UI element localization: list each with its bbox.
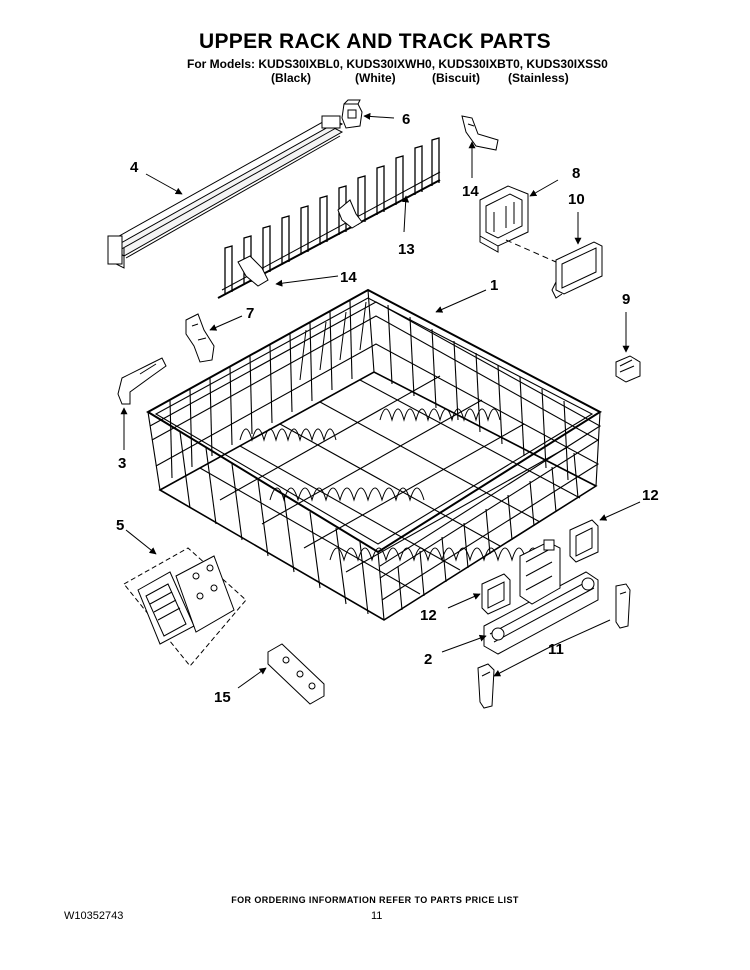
callout-10: 10 (568, 191, 585, 208)
callout-2: 2 (424, 651, 432, 668)
part-1-rack-basket (146, 288, 602, 621)
callout-1: 1 (490, 277, 498, 294)
part-4-track-rail (107, 115, 344, 269)
part-6-clip (341, 99, 363, 129)
part-10-guide (551, 241, 603, 299)
color-black: (Black) (271, 71, 312, 85)
part-14-hinge-clip (461, 115, 499, 151)
callout-9: 9 (622, 291, 630, 308)
callout-4: 4 (130, 159, 139, 176)
callout-7: 7 (246, 305, 254, 322)
page-number: 11 (371, 910, 383, 922)
part-11-rail-stop-left (477, 663, 495, 709)
document-number: W10352743 (64, 910, 124, 922)
part-3-lever (117, 357, 167, 405)
part-7-adjuster (185, 313, 215, 363)
part-15-spacer (267, 643, 325, 705)
callout-3: 3 (118, 455, 126, 472)
color-white: (White) (355, 71, 396, 85)
callout-6: 6 (402, 111, 410, 128)
callout-11: 11 (548, 641, 564, 658)
page-title: UPPER RACK AND TRACK PARTS (199, 30, 551, 53)
part-9-cap (615, 355, 641, 383)
part-12-clip-right (569, 519, 599, 563)
callout-12-right: 12 (642, 487, 659, 504)
part-12-clip-left (481, 573, 511, 615)
callout-15: 15 (214, 689, 231, 706)
part-13-tine-row (217, 137, 441, 299)
callout-8: 8 (572, 165, 580, 182)
part-11-rail-stop-right (615, 583, 631, 629)
callout-12-left: 12 (420, 607, 437, 624)
callout-13: 13 (398, 241, 415, 258)
part-5-kit (123, 547, 247, 667)
color-biscuit: (Biscuit) (432, 71, 480, 85)
part-8-bracket (479, 185, 529, 253)
part-2-track-assembly (483, 539, 599, 655)
color-stainless: (Stainless) (508, 71, 569, 85)
models-line: For Models: KUDS30IXBL0, KUDS30IXWH0, KU… (187, 57, 608, 71)
ordering-note: FOR ORDERING INFORMATION REFER TO PARTS … (231, 895, 519, 905)
callout-14-upper: 14 (462, 183, 479, 200)
callout-5: 5 (116, 517, 124, 534)
leader-lines (120, 112, 641, 689)
callout-14-lower: 14 (340, 269, 357, 286)
